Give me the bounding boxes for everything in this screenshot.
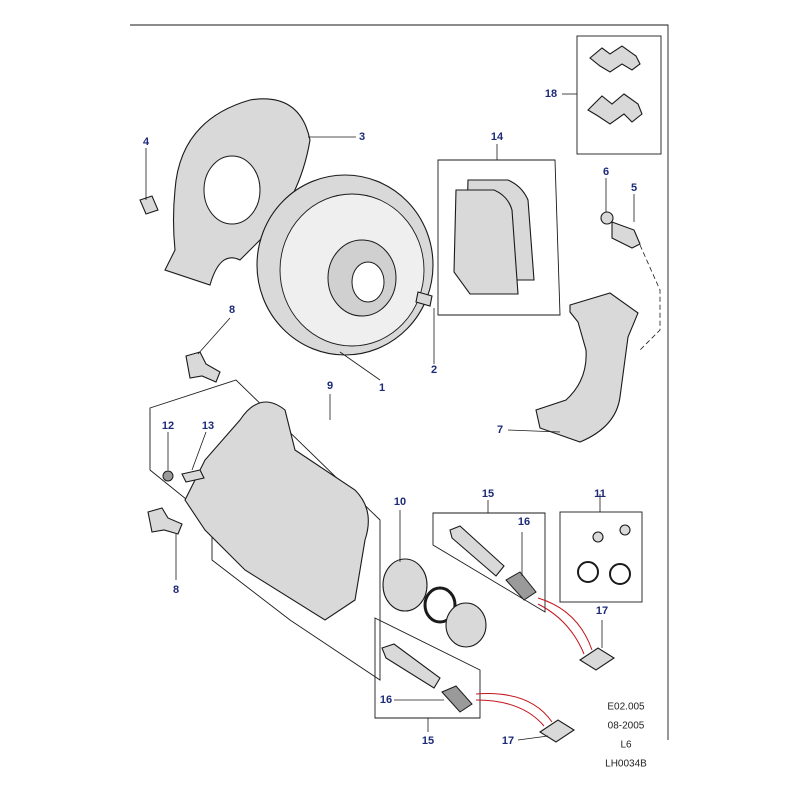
box-anti-rattle-springs [576, 35, 662, 155]
callout-3: 3 [358, 131, 366, 143]
guide-bolt-upper [185, 351, 221, 383]
guide-bolt-lower [147, 507, 183, 535]
seal-kit-ring-b [609, 563, 631, 585]
callout-1: 1 [378, 382, 386, 394]
callout-14: 14 [490, 131, 504, 143]
grease-wire-upper [537, 597, 593, 651]
reference-drawing-id: LH0034B [605, 758, 647, 770]
callout-4: 4 [142, 136, 150, 148]
grease-sachet-lower [538, 719, 576, 743]
diagram-frame [130, 24, 669, 740]
reference-code: E02.005 [607, 701, 645, 713]
callout-8-lower: 8 [172, 584, 180, 596]
seal-kit-cap-a [592, 531, 604, 543]
guide-pin-upper [449, 525, 505, 577]
guide-pin-boot-upper [505, 571, 537, 601]
disc-screw [415, 291, 433, 307]
caliper-piston [382, 558, 428, 612]
leader-7 [507, 429, 561, 433]
guide-pin-lower [381, 643, 441, 689]
brake-disc-center-bore [351, 261, 385, 303]
callout-7: 7 [496, 424, 504, 436]
leader-8a [197, 317, 231, 355]
callout-2: 2 [430, 364, 438, 376]
leader-1 [339, 351, 381, 381]
seal-kit-ring-a [577, 561, 599, 583]
callout-17-upper: 17 [595, 605, 609, 617]
piston-boot [445, 602, 487, 648]
grease-sachet-upper [578, 647, 616, 671]
piston-seal [423, 586, 457, 624]
anti-rattle-spring-lower [587, 93, 643, 125]
callout-18: 18 [544, 88, 558, 100]
grease-wire-lower [475, 693, 553, 723]
carrier-guide-dashes [639, 244, 661, 351]
guide-pin-boot-lower [441, 685, 473, 713]
callout-15-upper: 15 [481, 488, 495, 500]
callout-17-lower: 17 [501, 735, 515, 747]
box-guide-pin-kit-lower [374, 617, 481, 719]
leader-13 [191, 431, 207, 471]
brake-pad-front [453, 189, 519, 295]
leader-lines [145, 93, 635, 741]
seal-kit-cap-b [619, 524, 631, 536]
callout-11: 11 [594, 488, 606, 500]
callout-12: 12 [161, 420, 175, 432]
leader-17b [517, 735, 549, 741]
caliper-carrier [535, 292, 639, 443]
callout-13: 13 [201, 420, 215, 432]
grease-wire-upper-2 [537, 603, 585, 655]
reference-model: L6 [620, 739, 632, 751]
box-seal-kit [559, 511, 643, 603]
callout-16-upper: 16 [517, 516, 531, 528]
callout-16-lower: 16 [379, 694, 393, 706]
splash-shield-hub-hole [203, 155, 261, 225]
caliper-housing [184, 401, 369, 621]
callout-10: 10 [393, 496, 407, 508]
callout-15-lower: 15 [421, 735, 435, 747]
anti-rattle-spring-upper [589, 45, 641, 73]
shield-bolt [139, 195, 159, 215]
bleed-screw [181, 469, 205, 483]
callout-5: 5 [630, 182, 638, 194]
box-brake-pads [437, 159, 561, 316]
callout-9: 9 [326, 380, 334, 392]
box-guide-pin-kit-upper [432, 512, 546, 613]
bleed-screw-cap [162, 470, 174, 482]
callout-6: 6 [602, 166, 610, 178]
carrier-bolt [611, 221, 641, 249]
washer [600, 211, 614, 225]
grease-wire-lower-2 [475, 699, 545, 727]
callout-8-upper: 8 [228, 304, 236, 316]
reference-date: 08-2005 [607, 720, 645, 732]
